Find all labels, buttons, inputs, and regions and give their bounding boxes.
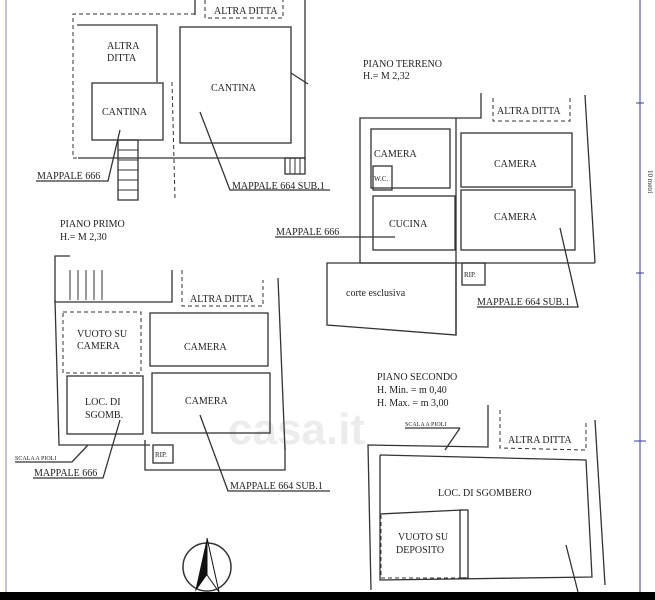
room-label: LOC. DI SGOMBERO	[438, 488, 532, 499]
room-label: CAMERA	[184, 342, 228, 353]
floor-height-max: H. Max. = m 3,00	[377, 398, 448, 409]
room-label: CAMERA	[77, 341, 121, 352]
floor-height: H.= M 2,30	[60, 232, 107, 243]
floor-height-min: H. Min. = m 0,40	[377, 385, 447, 396]
room-label: LOC. DI	[85, 397, 121, 408]
neighbor-label: ALTRA DITTA	[497, 106, 561, 117]
neighbor-label: ALTRA DITTA	[214, 6, 278, 17]
room-label: VUOTO SU	[77, 329, 128, 340]
mappale-label: MAPPALE 664 SUB.1	[477, 297, 570, 308]
ladder-label: SCALA A PIOLI	[15, 456, 56, 462]
mappale-label: MAPPALE 666	[276, 227, 339, 238]
mappale-label: MAPPALE 664 SUB.1	[232, 181, 325, 192]
mappale-label: MAPPALE 664 SUB.1	[230, 481, 323, 492]
room-label: DITTA	[107, 53, 137, 64]
area-label: corte esclusiva	[346, 288, 406, 299]
neighbor-label: ALTRA DITTA	[508, 435, 572, 446]
north-arrow-icon	[182, 537, 232, 593]
basement-plan: ALTRA DITTA ALTRA DITTA CANTINA CANTINA …	[36, 0, 330, 201]
room-label: RIP.	[464, 271, 476, 279]
room-label: CANTINA	[211, 83, 257, 94]
bottom-bar	[0, 592, 655, 600]
room-label: CAMERA	[374, 149, 418, 160]
mappale-label: MAPPALE 666	[37, 171, 100, 182]
room-label: CAMERA	[185, 396, 229, 407]
ladder-label: SCALA A PIOLI	[405, 422, 446, 428]
floor-title: PIANO SECONDO	[377, 372, 457, 383]
room-label: W.C.	[374, 175, 388, 183]
room-label: SGOMB.	[85, 410, 123, 421]
watermark: casa.it	[228, 405, 365, 454]
scale-bar: 10 metri	[634, 0, 654, 592]
room-label: CAMERA	[494, 212, 538, 223]
room-label: CUCINA	[389, 219, 428, 230]
scale-label: 10 metri	[646, 170, 654, 194]
mappale-label: MAPPALE 666	[34, 468, 97, 479]
room-label: VUOTO SU	[398, 532, 449, 543]
room-label: ALTRA	[107, 41, 140, 52]
second-floor-plan: PIANO SECONDO H. Min. = m 0,40 H. Max. =…	[367, 372, 606, 593]
room-label: CANTINA	[102, 107, 148, 118]
floor-height: H.= M 2,32	[363, 71, 410, 82]
floor-title: PIANO TERRENO	[363, 59, 442, 70]
ground-floor-plan: PIANO TERRENO H.= M 2,32 ALTRA DITTA CAM…	[275, 59, 596, 336]
floor-title: PIANO PRIMO	[60, 219, 125, 230]
room-label: DEPOSITO	[396, 545, 444, 556]
neighbor-label: ALTRA DITTA	[190, 294, 254, 305]
room-label: RIP.	[155, 451, 167, 459]
first-floor-plan: PIANO PRIMO H.= M 2,30 ALTRA DITTA VUOTO…	[15, 219, 330, 492]
room-label: CAMERA	[494, 159, 538, 170]
